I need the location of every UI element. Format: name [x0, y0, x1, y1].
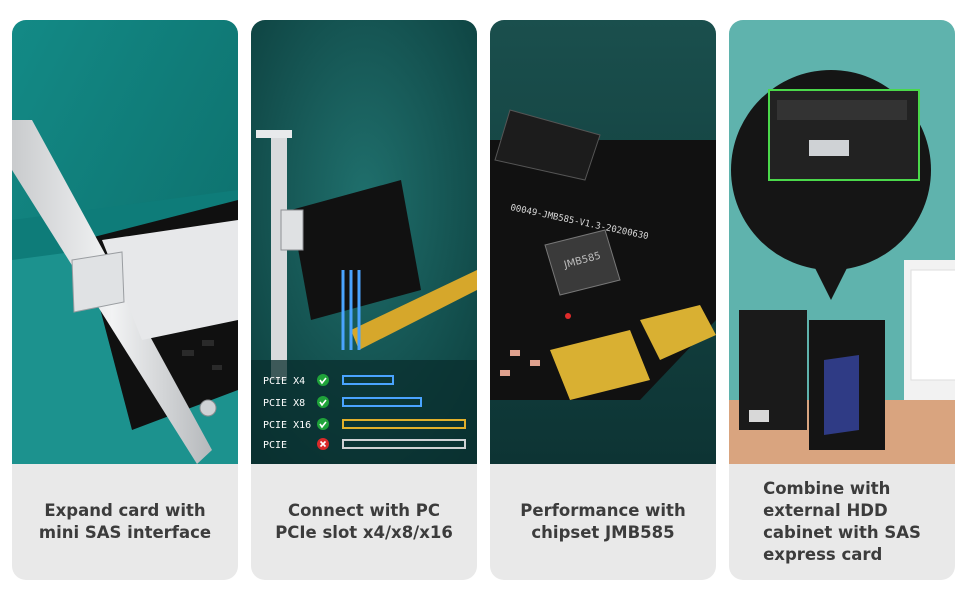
pcie-x4-slot-icon	[342, 375, 394, 385]
panel-hdd-cabinet: Combine with external HDD cabinet with S…	[729, 20, 955, 580]
pci-slot-icon	[342, 439, 466, 449]
slot-row-x8: PCIE X8	[263, 396, 422, 409]
pcie-x8-slot-icon	[342, 397, 422, 407]
caption-line: Connect with PC	[287, 501, 441, 520]
check-icon	[317, 418, 329, 430]
slot-row-pcie: PCIE	[263, 438, 466, 451]
caption-line: external HDD	[763, 501, 888, 520]
photo-pcie-card: PCIE X4 PCIE X8 PCIE X16	[251, 20, 477, 464]
caption-line: Performance with	[520, 501, 686, 520]
slot-row-x16: PCIE X16	[263, 418, 466, 431]
caption-line: mini SAS interface	[38, 523, 212, 542]
panel-pcie-slots: PCIE X4 PCIE X8 PCIE X16	[251, 20, 477, 580]
slot-label: PCIE X4	[263, 376, 305, 387]
panel-chipset: 00049-JMB585-V1.3-20200630 JMB585 Perfor…	[490, 20, 716, 580]
photo-chipset-board: 00049-JMB585-V1.3-20200630 JMB585	[490, 20, 716, 464]
caption-line: chipset JMB585	[531, 523, 675, 542]
caption-line: Combine with	[763, 479, 891, 498]
check-icon	[317, 396, 329, 408]
slot-label: PCIE	[263, 440, 287, 451]
slot-label: PCIE X16	[263, 420, 311, 431]
caption-line: PCIe slot x4/x8/x16	[275, 523, 453, 542]
caption-line: express card	[763, 545, 883, 564]
photo-hdd-cabinet	[729, 20, 955, 464]
caption-line: Expand card with	[44, 501, 206, 520]
panel-mini-sas: Expand card with mini SAS interface	[12, 20, 238, 580]
pcie-x16-slot-icon	[342, 419, 466, 429]
caption-pcie-slots: Connect with PC PCIe slot x4/x8/x16	[251, 464, 477, 580]
caption-hdd-cabinet: Combine with external HDD cabinet with S…	[729, 464, 955, 580]
check-icon	[317, 374, 329, 386]
slot-row-x4: PCIE X4	[263, 374, 394, 387]
slot-label: PCIE X8	[263, 398, 305, 409]
caption-mini-sas: Expand card with mini SAS interface	[12, 464, 238, 580]
caption-line: cabinet with SAS	[763, 523, 921, 542]
photo-mini-sas-card	[12, 20, 238, 464]
caption-chipset: Performance with chipset JMB585	[490, 464, 716, 580]
